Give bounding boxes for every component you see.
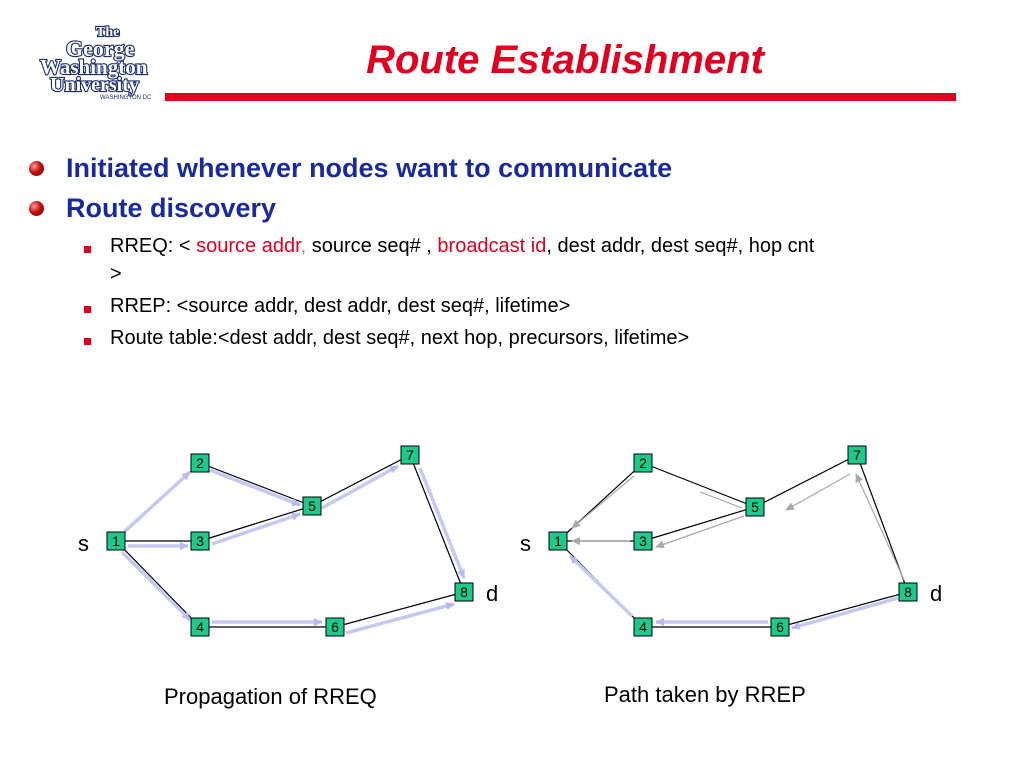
square-bullet-icon — [84, 246, 91, 253]
edge-5-7 — [754, 454, 858, 508]
svg-text:1: 1 — [554, 533, 562, 549]
svg-text:1: 1 — [112, 533, 120, 549]
square-bullet-icon — [84, 338, 91, 345]
left-caption: Propagation of RREQ — [164, 684, 377, 709]
left-source-label: s — [78, 531, 89, 556]
right-rrep-arrows — [568, 473, 905, 630]
left-rreq-arrows — [120, 464, 466, 635]
edge-1-2 — [557, 462, 644, 542]
left-node-7: 7 — [400, 445, 420, 465]
right-node-7: 7 — [847, 445, 867, 465]
sub-bullet-route-table: Route table:<dest addr, dest seq#, next … — [26, 324, 1016, 352]
rreq-source-addr: source addr — [196, 235, 301, 257]
left-dest-label: d — [486, 581, 498, 606]
bullet-text: Route discovery — [66, 193, 277, 223]
bullet-route-discovery: Route discovery — [26, 188, 1016, 228]
right-node-5: 5 — [745, 497, 765, 517]
rreq-arrow-7-8 — [418, 467, 466, 579]
rrep-arrow-2-1 — [571, 475, 635, 529]
svg-text:7: 7 — [406, 447, 414, 463]
left-node-4: 4 — [190, 617, 210, 637]
edge-2-5 — [199, 462, 313, 507]
logo-line-3: Washington — [40, 55, 148, 79]
sphere-bullet-icon — [29, 201, 44, 216]
left-graph: 1 2 3 4 5 6 7 8 s d — [78, 445, 498, 637]
edge-3-5 — [199, 505, 313, 542]
right-node-6: 6 — [770, 617, 790, 637]
left-node-2: 2 — [190, 453, 210, 473]
rreq-arrow-3-5 — [211, 512, 301, 546]
left-node-5: 5 — [302, 496, 322, 516]
logo-line-1: The — [96, 25, 119, 40]
svg-text:8: 8 — [904, 584, 912, 600]
rreq-source-seq: source seq# , — [306, 235, 438, 257]
rreq-arrow-1-2 — [122, 470, 192, 534]
right-node-2: 2 — [633, 453, 653, 473]
logo-line-4: University — [50, 74, 139, 96]
svg-text:5: 5 — [751, 499, 759, 515]
bullet-text: Initiated whenever nodes want to communi… — [66, 153, 673, 183]
right-node-3: 3 — [633, 531, 653, 551]
edge-6-8 — [334, 591, 465, 628]
route-table-text: Route table:<dest addr, dest seq#, next … — [110, 327, 690, 349]
rrep-arrow-7-5 — [785, 473, 851, 511]
edge-2-5 — [642, 462, 756, 508]
rreq-prefix: RREQ: < — [110, 235, 197, 257]
edge-6-8 — [779, 591, 909, 628]
rreq-arrow-2-5 — [209, 468, 301, 507]
rrep-arrow-5-3 — [655, 515, 745, 549]
svg-text:7: 7 — [853, 447, 861, 463]
rreq-broadcast-id: broadcast id — [437, 235, 547, 257]
svg-text:6: 6 — [331, 619, 339, 635]
right-caption: Path taken by RREP — [604, 682, 806, 707]
left-node-8: 8 — [454, 582, 474, 602]
bullet-initiated: Initiated whenever nodes want to communi… — [26, 148, 1016, 188]
svg-text:5: 5 — [308, 498, 316, 514]
network-diagrams: 1 2 3 4 5 6 7 8 s d — [78, 445, 942, 637]
svg-text:2: 2 — [639, 455, 647, 471]
rreq-arrow-1-4 — [120, 550, 192, 622]
svg-text:8: 8 — [460, 584, 468, 600]
rreq-comma: , — [300, 235, 307, 257]
rreq-rest: , dest addr, dest seq#, hop cnt — [546, 235, 815, 257]
bullet-list: Initiated whenever nodes want to communi… — [26, 148, 1016, 352]
edge-5-7 — [311, 454, 411, 507]
right-dest-label: d — [930, 581, 942, 606]
rreq-arrow-6-8 — [345, 602, 455, 635]
svg-text:3: 3 — [196, 533, 204, 549]
right-source-label: s — [520, 531, 531, 556]
left-node-6: 6 — [325, 617, 345, 637]
edge-3-5 — [642, 506, 756, 542]
edge-1-4 — [115, 540, 201, 628]
square-bullet-icon — [84, 306, 91, 313]
right-node-4: 4 — [633, 617, 653, 637]
sub-bullet-rreq: RREQ: < source addr, source seq# , broad… — [26, 232, 1016, 288]
edge-7-8 — [409, 454, 465, 593]
rrep-arrow-5-2 — [699, 491, 743, 509]
svg-text:4: 4 — [639, 619, 647, 635]
rrep-text: RREP: <source addr, dest addr, dest seq#… — [110, 295, 571, 317]
left-edges — [115, 454, 465, 628]
sub-bullet-rrep: RREP: <source addr, dest addr, dest seq#… — [26, 292, 1016, 320]
svg-text:2: 2 — [196, 455, 204, 471]
rrep-arrow-4-1 — [568, 554, 634, 618]
svg-text:4: 4 — [196, 619, 204, 635]
rrep-arrow-8-7 — [855, 473, 905, 581]
gwu-logo: The George Washington University WASHING… — [39, 24, 152, 101]
left-node-1: 1 — [106, 531, 126, 551]
svg-text:6: 6 — [776, 619, 784, 635]
logo-line-2: George — [66, 36, 135, 61]
title-underline — [165, 93, 956, 101]
svg-text:3: 3 — [639, 533, 647, 549]
slide-title: Route Establishment — [366, 38, 764, 82]
rrep-arrow-8-6 — [791, 596, 899, 630]
right-node-1: 1 — [548, 531, 568, 551]
left-node-3: 3 — [190, 531, 210, 551]
rreq-arrow-5-7 — [321, 464, 399, 510]
sphere-bullet-icon — [29, 161, 44, 176]
right-node-8: 8 — [898, 582, 918, 602]
rreq-close: > — [110, 263, 122, 285]
logo-line-5: WASHINGTON DC — [100, 95, 152, 101]
right-graph: 1 2 3 4 5 6 7 8 s d — [520, 445, 942, 637]
